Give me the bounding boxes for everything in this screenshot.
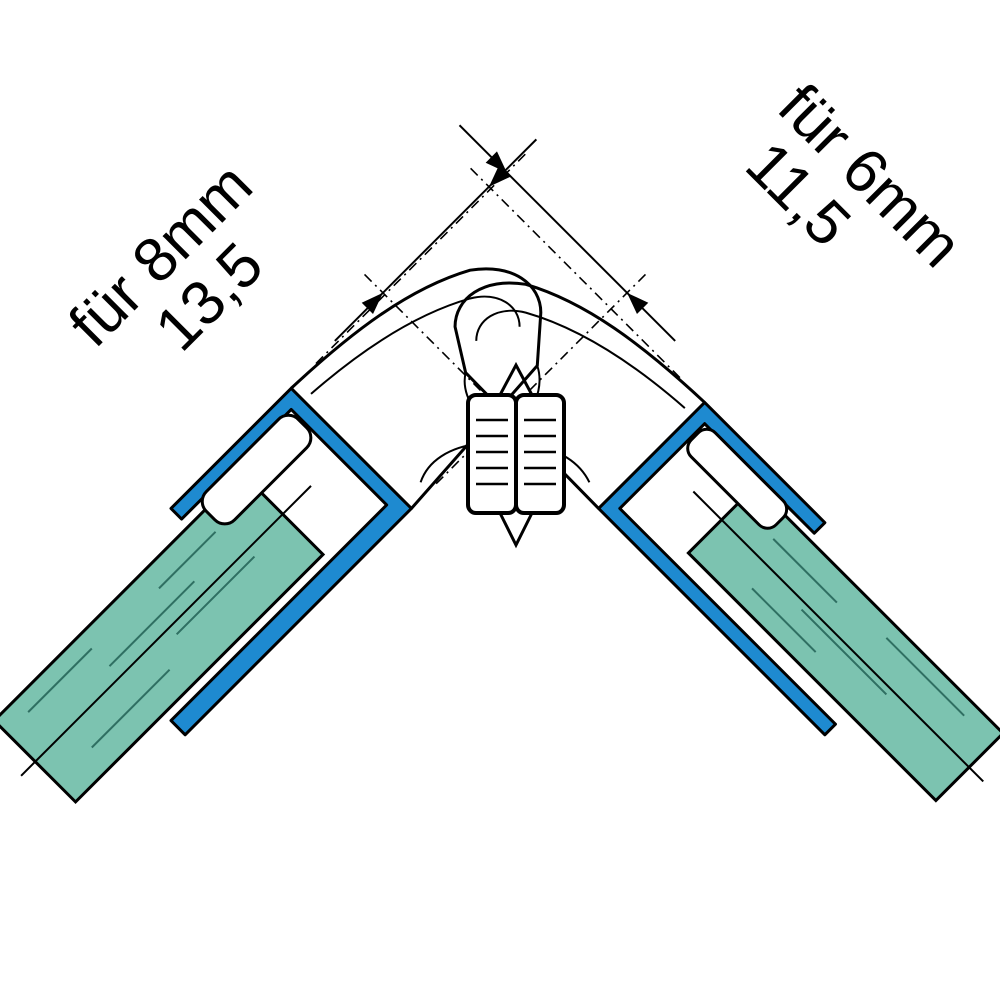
magnet-stripes [476, 418, 556, 486]
magnet-block [466, 361, 566, 549]
right-label-group: für 6mm 11,5 [733, 71, 975, 281]
left-assembly [0, 124, 676, 805]
left-u-profile [169, 386, 413, 737]
left-dimension-arrow-b [627, 292, 649, 315]
right-dimension-arrow-a [361, 292, 383, 315]
left-dimension-arrow-a [485, 151, 507, 173]
magnet-left-half [466, 393, 518, 515]
left-seal-inner [310, 295, 521, 395]
left-label-group: für 8mm 13,5 [56, 150, 276, 364]
right-seal-body [453, 281, 706, 510]
left-glass-texture [27, 531, 256, 749]
left-extension-line-a [315, 150, 529, 365]
right-glass-centerline [692, 490, 984, 783]
right-u-profile [597, 400, 837, 737]
magnet-top-joint [498, 361, 534, 396]
left-seal-body [290, 267, 543, 510]
right-inner-fin [686, 427, 789, 530]
right-extension-line-b [467, 164, 681, 379]
magnet-bottom-joint [498, 512, 534, 549]
magnet-right-half [514, 393, 566, 515]
right-glass-texture [751, 538, 965, 717]
right-seal-inner [475, 309, 686, 409]
right-assembly [334, 138, 1000, 803]
left-glass-centerline [20, 485, 312, 777]
left-inner-fin [200, 413, 313, 526]
right-dimension-arrow-b [488, 165, 511, 187]
